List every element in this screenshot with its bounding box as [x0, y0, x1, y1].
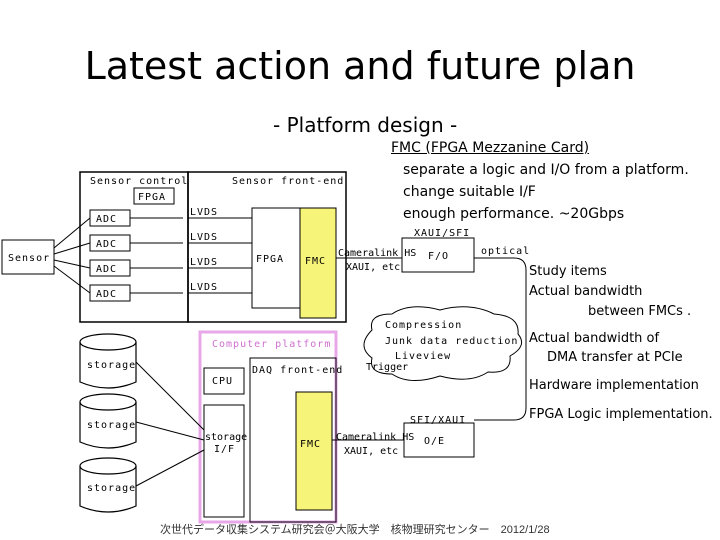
junk-label: Junk data reduction: [385, 336, 518, 347]
storage-label-1: storage: [87, 360, 136, 371]
lvds-label-4: LVDS: [190, 282, 218, 293]
fpga-label: FPGA: [256, 254, 284, 265]
lvds-label-2: LVDS: [190, 232, 218, 243]
study-item-2: between FMCs .: [588, 304, 692, 319]
liveview-label: Liveview: [395, 351, 451, 362]
oe-box: [403, 422, 475, 458]
compression-label: Compression: [385, 320, 462, 331]
fmc-line-2: change suitable I/F: [403, 184, 536, 200]
adc-label-2: ADC: [96, 239, 117, 250]
sfi-xaui-label: SFI/XAUI: [410, 415, 466, 426]
fmc-yellow-top: [299, 207, 337, 319]
cameralink-hs-label-2: Cameralink HS: [336, 432, 414, 443]
xaui-etc-label-1: XAUI, etc: [346, 262, 400, 273]
fpga-small-box: [133, 187, 175, 205]
storage-if-box: [203, 404, 245, 518]
fmc-line-1: separate a logic and I/O from a platform…: [403, 162, 689, 178]
storage-if-label: storage: [205, 432, 247, 443]
slide-title: Latest action and future plan: [84, 44, 636, 88]
oe-label: O/E: [424, 436, 445, 447]
footer: 次世代データ収集システム研究会＠大阪大学 核物理研究センター 2012/1/28: [160, 524, 550, 536]
adc-label-1: ADC: [96, 214, 117, 225]
study-heading: Study items: [529, 264, 607, 279]
adc-label-4: ADC: [96, 289, 117, 300]
storage-label-2: storage: [87, 420, 136, 431]
storage-label-3: storage: [87, 483, 136, 494]
lvds-label-3: LVDS: [190, 257, 218, 268]
sensor-frontend-box: [187, 171, 347, 323]
daq-frontend-label: DAQ front-end: [252, 365, 343, 376]
study-item-6: FPGA Logic implementation.: [529, 407, 713, 422]
trigger-label: Trigger: [366, 362, 408, 373]
cpu-label: CPU: [212, 376, 233, 387]
fmc-label-top: FMC: [305, 256, 326, 267]
study-item-5: Hardware implementation: [529, 378, 699, 393]
study-item-4: DMA transfer at PCIe: [547, 350, 683, 365]
storage-cylinder-2: [79, 393, 137, 449]
storage-if-label-2: I/F: [214, 444, 235, 455]
fmc-label-bottom: FMC: [300, 439, 321, 450]
xaui-sfi-label: XAUI/SFI: [414, 228, 470, 239]
fmc-title: FMC (FPGA Mezzanine Card): [391, 140, 590, 156]
xaui-etc-label-2: XAUI, etc: [344, 446, 398, 457]
cpu-box: [203, 367, 245, 395]
optical-label: optical: [481, 246, 530, 257]
adc-label-3: ADC: [96, 264, 117, 275]
processing-cloud: [363, 306, 523, 381]
fo-box: [401, 237, 475, 273]
sensor-box: [1, 239, 55, 275]
slide-subtitle: - Platform design -: [273, 113, 458, 137]
cameralink-hs-label-1: Cameralink HS: [338, 248, 416, 259]
lvds-label-1: LVDS: [190, 207, 218, 218]
fo-label: F/O: [428, 251, 449, 262]
fmc-yellow-bottom: [295, 391, 333, 511]
sensor-control-label: Sensor control: [90, 176, 188, 187]
fpga-small-label: FPGA: [138, 192, 166, 203]
study-item-3: Actual bandwidth of: [529, 331, 660, 346]
sensor-frontend-label: Sensor front-end: [232, 176, 344, 187]
storage-cylinder-1: [79, 333, 137, 389]
fmc-line-3: enough performance. ~20Gbps: [403, 206, 625, 222]
computer-platform-label: Computer platform: [212, 339, 331, 350]
study-item-1: Actual bandwidth: [529, 284, 643, 299]
sensor-label: Sensor: [8, 253, 50, 264]
storage-cylinder-3: [79, 457, 137, 513]
